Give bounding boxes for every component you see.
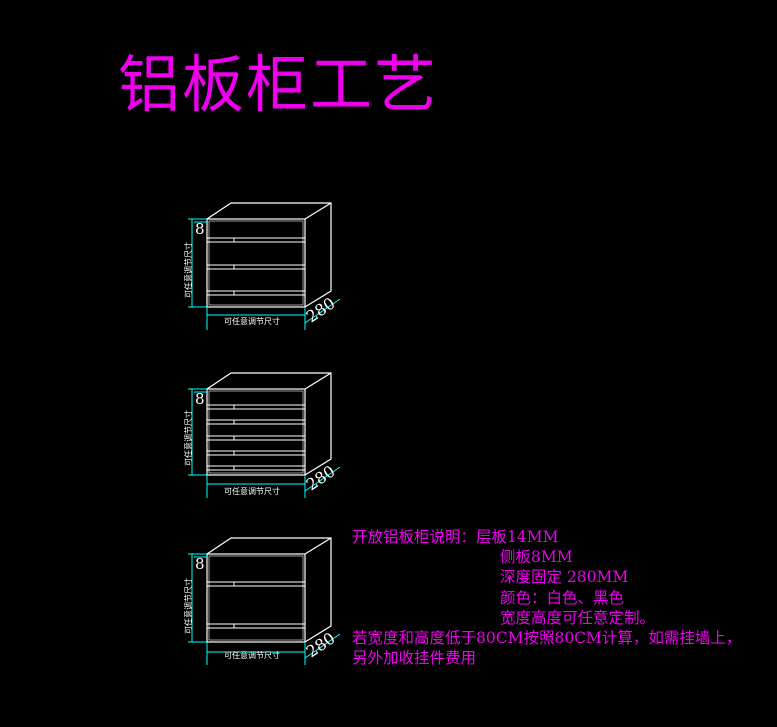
width-label: 可任意调节尺寸 — [224, 316, 280, 326]
height-label: 可任意调节尺寸 — [183, 410, 193, 466]
cabinet-2: 8 280 可任意调节尺寸 可任意调节尺寸 — [183, 372, 341, 498]
notes-heading: 开放铝板柜说明： — [352, 528, 477, 546]
shelf-group — [207, 404, 305, 471]
hanging-fee-note: 另外加收挂件费用 — [352, 649, 477, 668]
minimum-size-note: 若宽度和高度低于80CM按照80CM计算，如需挂墙上， — [352, 629, 742, 648]
top-thickness-dim: 8 — [195, 220, 205, 238]
dimension-lines — [188, 553, 341, 665]
notes-line-1: 开放铝板柜说明：层板14MM — [352, 527, 741, 547]
top-thickness-dim: 8 — [195, 390, 205, 408]
cabinet-1: 8 280 可任意调节尺寸 可任意调节尺寸 — [183, 202, 341, 330]
dimension-lines — [188, 388, 341, 498]
dimension-lines — [188, 218, 341, 330]
side-panel-spec: 侧板8MM — [500, 548, 573, 567]
cabinet-outline — [206, 372, 332, 476]
height-label: 可任意调节尺寸 — [183, 242, 193, 298]
cabinet-3: 8 280 可任意调节尺寸 可任意调节尺寸 — [183, 537, 341, 665]
height-label: 可任意调节尺寸 — [183, 578, 193, 634]
width-label: 可任意调节尺寸 — [224, 650, 280, 660]
color-spec: 颜色：白色、黑色 — [500, 588, 625, 607]
shelf-group — [207, 581, 305, 629]
width-label: 可任意调节尺寸 — [224, 486, 280, 496]
depth-spec: 深度固定 280MM — [500, 568, 629, 587]
page-title: 铝板柜工艺 — [118, 48, 439, 121]
cabinet-outline — [206, 537, 332, 643]
top-thickness-dim: 8 — [195, 555, 205, 573]
cabinet-outline — [206, 202, 332, 308]
shelf-group — [207, 237, 305, 296]
custom-size-spec: 宽度高度可任意定制。 — [500, 608, 656, 627]
shelf-spec: 层板14MM — [476, 528, 559, 546]
spec-notes: 开放铝板柜说明：层板14MM 侧板8MM 深度固定 280MM 颜色：白色、黑色… — [352, 527, 741, 668]
